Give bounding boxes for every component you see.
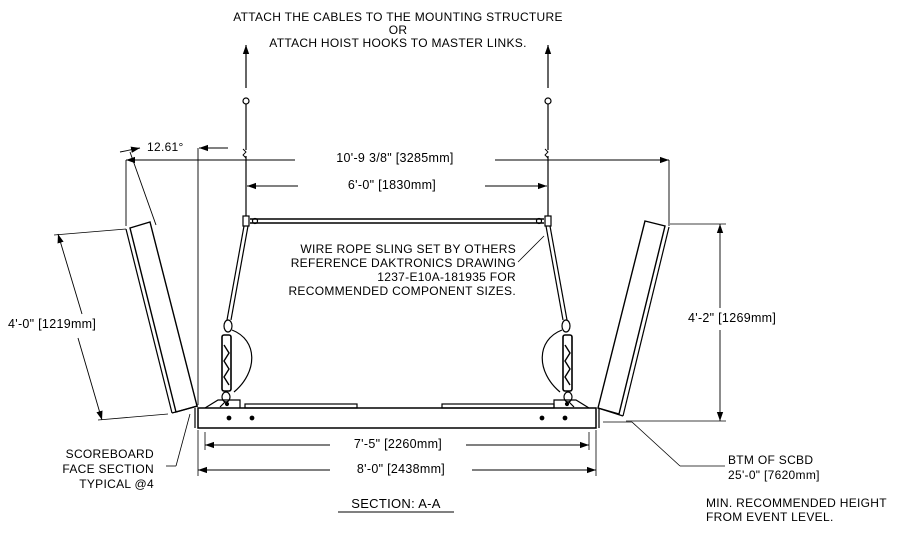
sling-note-line1: WIRE ROPE SLING SET BY OTHERS	[300, 242, 516, 256]
top-note-line1: ATTACH THE CABLES TO THE MOUNTING STRUCT…	[233, 10, 563, 24]
dim-overall-top	[125, 156, 670, 226]
top-note-line3: ATTACH HOIST HOOKS TO MASTER LINKS.	[269, 36, 527, 50]
face-note-leader	[166, 413, 191, 467]
sling-note-line4: RECOMMENDED COMPONENT SIZES.	[288, 284, 516, 298]
section-title: SECTION: A-A	[351, 496, 441, 511]
face-note-line2: FACE SECTION	[62, 462, 154, 476]
sling-note-line3: 1237-E10A-181935 FOR	[377, 270, 516, 284]
angle-label: 12.61°	[147, 140, 184, 154]
dim-outer-frame-label: 8'-0" [2438mm]	[356, 462, 446, 476]
sling-note-line2: REFERENCE DAKTRONICS DRAWING	[290, 256, 516, 270]
face-note-line1: SCOREBOARD	[65, 447, 154, 461]
sling-note-leader	[517, 235, 545, 263]
dim-left-face	[53, 228, 169, 421]
left-sling	[219, 225, 253, 408]
bottom-frame	[194, 399, 600, 429]
height-note-line2: FROM EVENT LEVEL.	[706, 510, 834, 524]
face-note-line3: TYPICAL @4	[79, 477, 154, 491]
dim-right-face	[626, 223, 726, 422]
dim-right-face-label: 4'-2" [1269mm]	[688, 311, 777, 325]
right-sling	[541, 225, 575, 408]
bottom-note-line1: BTM OF SCBD	[728, 453, 814, 467]
left-face-section	[125, 221, 199, 414]
dim-link-span-label: 6'-0" [1830mm]	[347, 178, 437, 192]
right-face-section	[597, 220, 670, 417]
dim-inner-frame-label: 7'-5" [2260mm]	[353, 437, 443, 451]
left-hoist-line	[242, 45, 250, 227]
right-hoist-line	[544, 45, 552, 227]
dim-inner-frame	[204, 432, 590, 450]
angle-indicator	[119, 144, 228, 405]
spreader-bar	[250, 217, 544, 225]
dim-outer-frame	[197, 430, 597, 476]
bottom-note-leader	[603, 421, 725, 467]
height-note-line1: MIN. RECOMMENDED HEIGHT	[706, 496, 887, 510]
dim-left-face-label: 4'-0" [1219mm]	[8, 317, 97, 331]
bottom-note-line2: 25'-0" [7620mm]	[728, 468, 820, 482]
top-note-line2: OR	[388, 23, 408, 37]
dim-overall-top-label: 10'-9 3/8" [3285mm]	[336, 151, 454, 165]
